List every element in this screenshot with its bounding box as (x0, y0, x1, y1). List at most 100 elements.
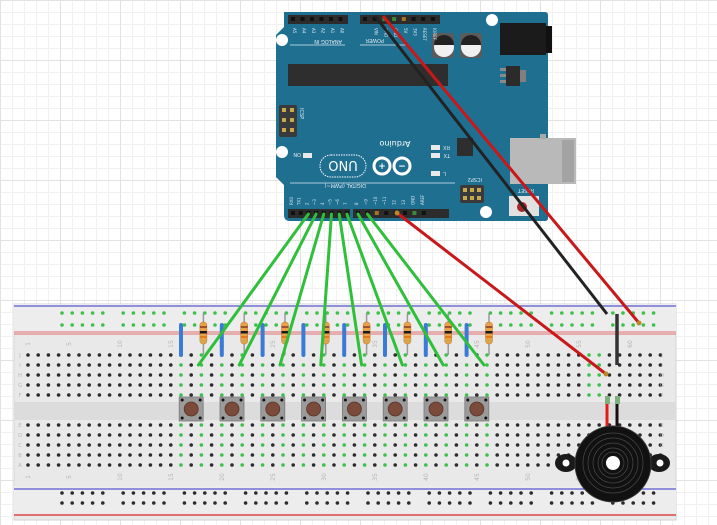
rail-hole[interactable] (192, 491, 197, 495)
breadboard-hole[interactable] (56, 453, 61, 457)
rail-hole[interactable] (101, 501, 105, 505)
breadboard-hole[interactable] (240, 383, 244, 387)
rail-hole[interactable] (152, 491, 156, 495)
breadboard-hole[interactable] (118, 353, 122, 357)
breadboard-hole[interactable] (209, 393, 214, 397)
breadboard-hole[interactable] (36, 453, 40, 457)
breadboard-hole[interactable] (67, 363, 71, 367)
breadboard-hole[interactable] (311, 433, 316, 437)
breadboard-hole[interactable] (67, 423, 71, 427)
rail-hole[interactable] (284, 491, 289, 495)
breadboard-hole[interactable] (46, 443, 51, 447)
rail-hole[interactable] (223, 311, 227, 315)
breadboard-hole[interactable] (87, 393, 91, 397)
breadboard-hole[interactable] (373, 443, 377, 447)
breadboard-hole[interactable] (291, 353, 296, 357)
rail-hole[interactable] (121, 491, 125, 495)
breadboard-hole[interactable] (628, 393, 632, 397)
breadboard-hole[interactable] (220, 433, 224, 437)
breadboard-hole[interactable] (403, 363, 408, 367)
breadboard-hole[interactable] (566, 353, 571, 357)
rail-hole[interactable] (396, 311, 401, 315)
breadboard-hole[interactable] (352, 353, 357, 357)
breadboard-hole[interactable] (240, 443, 244, 447)
rail-hole[interactable] (621, 501, 625, 505)
breadboard-hole[interactable] (526, 453, 530, 457)
breadboard-hole[interactable] (536, 383, 540, 387)
rail-hole[interactable] (580, 491, 584, 495)
breadboard-hole[interactable] (464, 393, 469, 397)
rail-hole[interactable] (468, 501, 472, 505)
rail-hole[interactable] (131, 501, 136, 505)
rail-hole[interactable] (335, 311, 340, 315)
breadboard-hole[interactable] (485, 443, 489, 447)
rail-hole[interactable] (560, 323, 564, 327)
rail-hole[interactable] (519, 323, 523, 327)
breadboard-hole[interactable] (556, 383, 561, 387)
analog-pin[interactable] (300, 17, 305, 21)
breadboard-hole[interactable] (383, 453, 387, 457)
breadboard-hole[interactable] (209, 443, 214, 447)
breadboard-hole[interactable] (118, 453, 122, 457)
breadboard-hole[interactable] (311, 463, 316, 467)
rail-hole[interactable] (345, 311, 350, 315)
breadboard-hole[interactable] (475, 423, 479, 427)
rail-hole[interactable] (437, 501, 442, 505)
breadboard-hole[interactable] (230, 383, 234, 387)
breadboard-hole[interactable] (271, 433, 275, 437)
breadboard-hole[interactable] (342, 463, 347, 467)
breadboard-hole[interactable] (107, 353, 112, 357)
breadboard-hole[interactable] (556, 433, 561, 437)
breadboard-hole[interactable] (97, 393, 102, 397)
breadboard-hole[interactable] (373, 433, 377, 437)
breadboard-hole[interactable] (281, 443, 285, 447)
breadboard-hole[interactable] (240, 433, 244, 437)
breadboard-hole[interactable] (26, 353, 30, 357)
breadboard-hole[interactable] (230, 463, 234, 467)
breadboard-hole[interactable] (322, 433, 326, 437)
breadboard-hole[interactable] (332, 453, 336, 457)
breadboard-hole[interactable] (189, 363, 193, 367)
breadboard-hole[interactable] (332, 423, 336, 427)
breadboard-hole[interactable] (556, 443, 561, 447)
breadboard-hole[interactable] (546, 453, 550, 457)
breadboard-hole[interactable] (220, 373, 224, 377)
pushbutton[interactable] (301, 396, 327, 422)
breadboard-hole[interactable] (179, 383, 183, 387)
breadboard-hole[interactable] (597, 423, 601, 427)
breadboard-hole[interactable] (403, 433, 408, 437)
rail-hole[interactable] (315, 311, 319, 315)
breadboard-hole[interactable] (546, 443, 550, 447)
breadboard-hole[interactable] (128, 443, 132, 447)
breadboard-hole[interactable] (199, 463, 204, 467)
breadboard-hole[interactable] (189, 463, 193, 467)
breadboard-hole[interactable] (648, 423, 652, 427)
breadboard-hole[interactable] (77, 433, 81, 437)
rail-hole[interactable] (570, 501, 574, 505)
breadboard-hole[interactable] (434, 363, 438, 367)
breadboard-hole[interactable] (56, 383, 61, 387)
breadboard-hole[interactable] (577, 433, 581, 437)
breadboard-hole[interactable] (118, 383, 122, 387)
rail-hole[interactable] (223, 501, 227, 505)
breadboard-hole[interactable] (332, 393, 336, 397)
breadboard-hole[interactable] (56, 433, 61, 437)
breadboard-hole[interactable] (638, 423, 642, 427)
breadboard-hole[interactable] (434, 453, 438, 457)
breadboard-hole[interactable] (526, 373, 530, 377)
breadboard-hole[interactable] (658, 443, 663, 447)
breadboard-hole[interactable] (220, 453, 224, 457)
breadboard-hole[interactable] (199, 453, 204, 457)
breadboard-hole[interactable] (587, 393, 591, 397)
breadboard-hole[interactable] (444, 373, 449, 377)
breadboard-hole[interactable] (505, 423, 510, 427)
breadboard-hole[interactable] (628, 383, 632, 387)
rail-hole[interactable] (182, 311, 187, 315)
digital-pin[interactable] (412, 211, 417, 215)
breadboard-hole[interactable] (475, 463, 479, 467)
breadboard-hole[interactable] (413, 453, 418, 457)
breadboard-hole[interactable] (240, 423, 244, 427)
breadboard-hole[interactable] (373, 373, 377, 377)
breadboard-hole[interactable] (332, 353, 336, 357)
breadboard-hole[interactable] (67, 383, 71, 387)
